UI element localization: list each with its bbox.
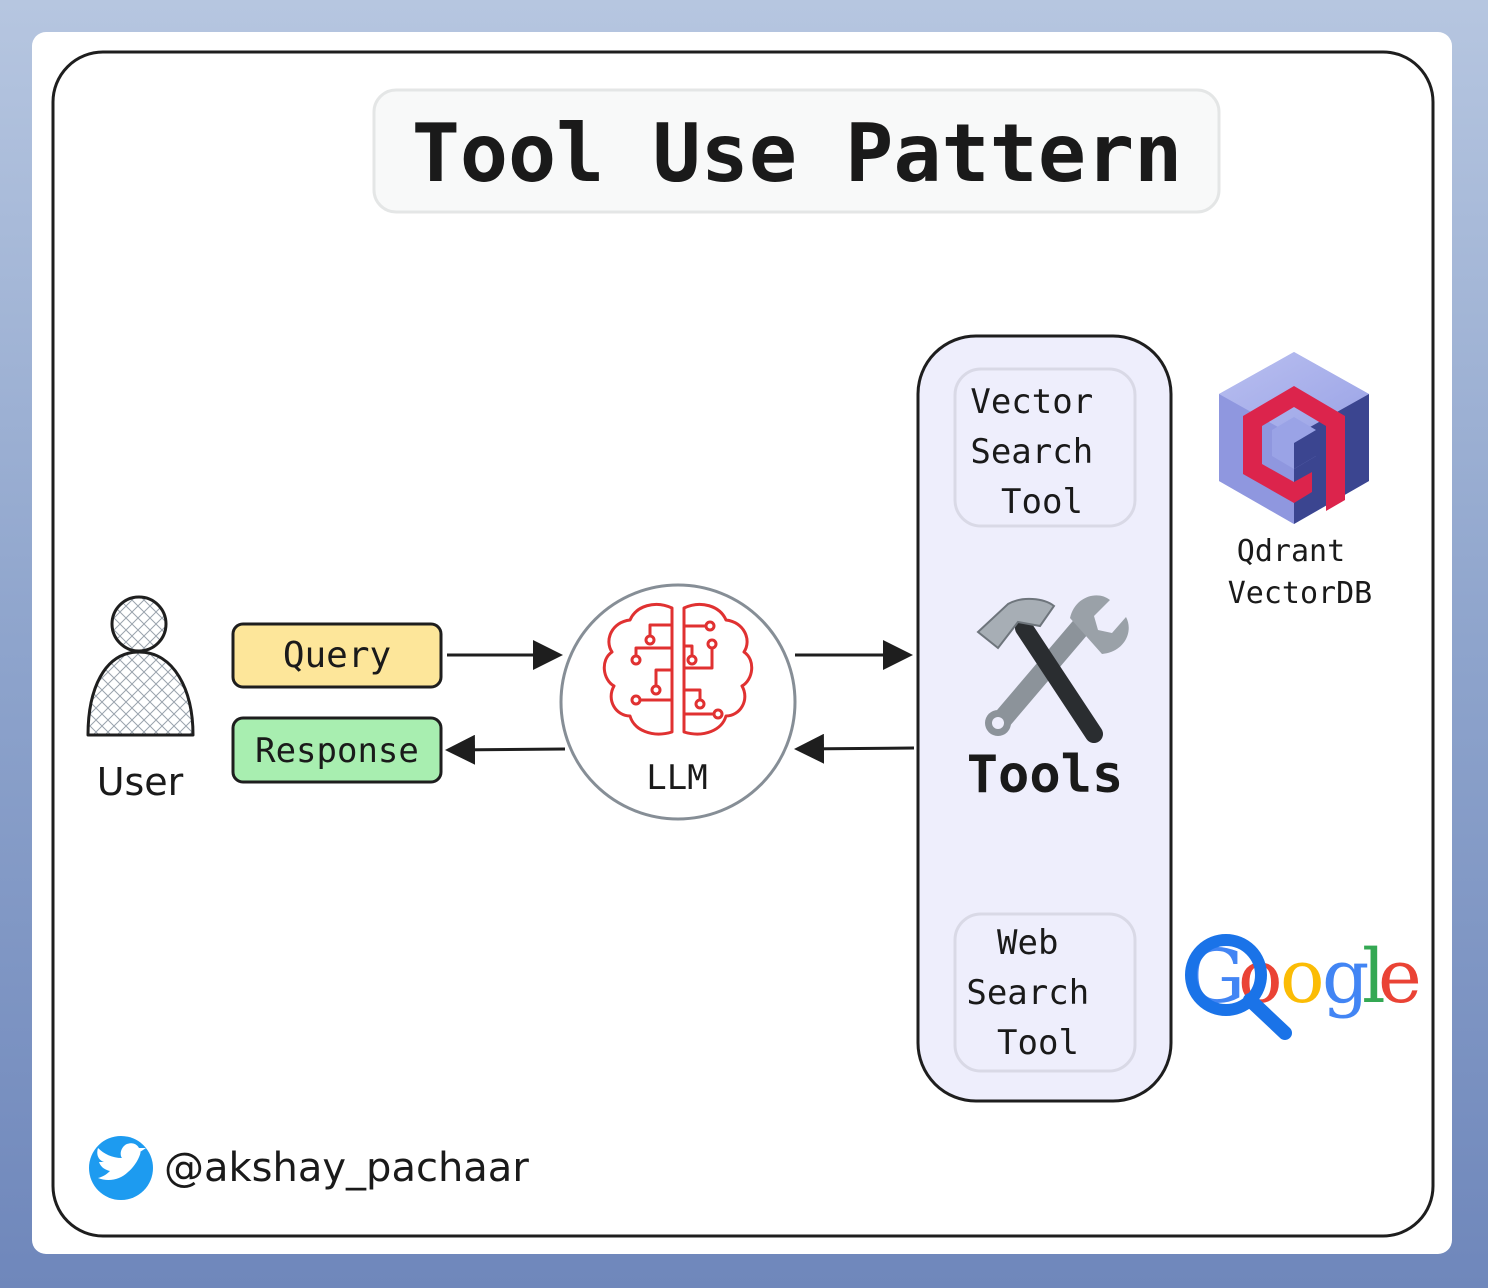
llm-node: LLM: [559, 583, 797, 821]
brain-circuit-icon: [602, 603, 754, 736]
qdrant-logo: [1219, 352, 1369, 524]
response-label: Response: [255, 731, 419, 771]
web-search-tool-label: Web Search Tool: [966, 923, 1109, 1063]
google-letter: l: [1362, 934, 1386, 1020]
tools-panel: Vector Search Tool Tools Web Search Tool: [916, 334, 1173, 1103]
title-box: Tool Use Pattern: [372, 88, 1221, 214]
google-logo: Google: [1185, 934, 1422, 1040]
vector-search-tool-label: Vector Search Tool: [970, 382, 1113, 522]
query-label: Query: [283, 635, 391, 676]
llm-label: LLM: [646, 758, 707, 798]
query-box: Query: [231, 622, 443, 689]
google-letter: e: [1378, 934, 1422, 1020]
response-box: Response: [231, 716, 443, 784]
google-letter: o: [1280, 934, 1325, 1020]
user-icon: [86, 595, 195, 737]
arrow-tools-to-llm: [794, 733, 915, 764]
twitter-handle: @akshay_pachaar: [164, 1145, 529, 1191]
page-title: Tool Use Pattern: [412, 107, 1183, 200]
tools-label: Tools: [967, 745, 1124, 805]
google-letter: g: [1322, 934, 1369, 1020]
qdrant-label: Qdrant VectorDB: [1228, 534, 1373, 611]
web-search-tool-box: [953, 912, 1137, 1073]
vector-search-tool-box: [953, 367, 1137, 528]
arrow-llm-to-response: [445, 734, 566, 765]
outer-frame: [51, 50, 1435, 1238]
user-label: User: [97, 760, 184, 804]
hammer-wrench-icon: [976, 595, 1129, 743]
twitter-icon: [89, 1136, 153, 1200]
